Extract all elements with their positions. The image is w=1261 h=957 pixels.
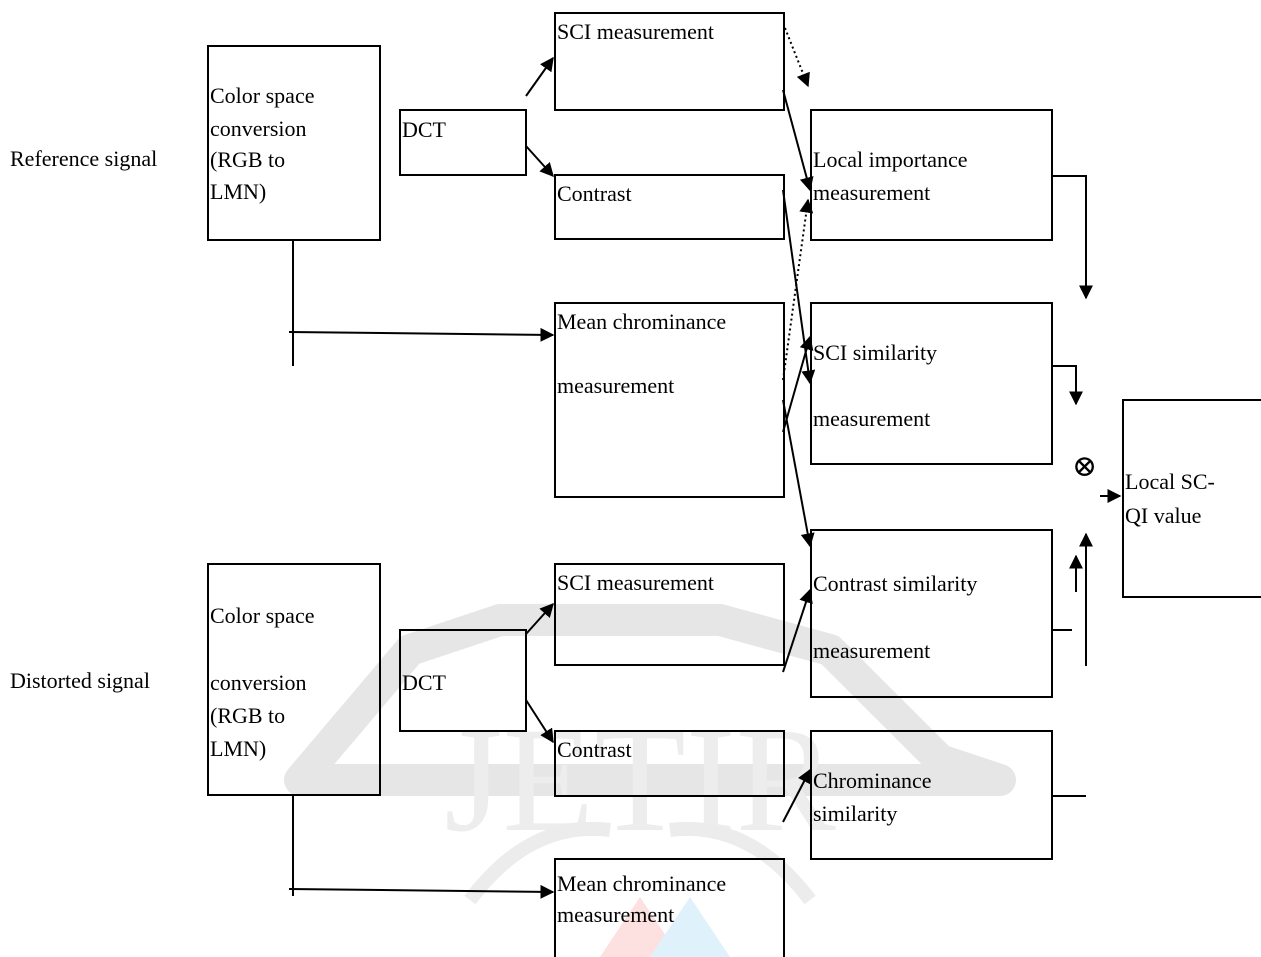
dist-dct-label: DCT <box>402 670 446 695</box>
dist-color-space-line2: conversion <box>210 670 307 695</box>
multiply-icon: ⊗ <box>1072 450 1098 483</box>
ref-mean-chrominance-line1: Mean chrominance <box>557 309 727 334</box>
local-scqi-line2: QI value <box>1125 503 1202 528</box>
local-importance-line2: measurement <box>813 180 931 205</box>
dist-mean-chrominance-box: Mean chrominance measurement <box>554 858 785 957</box>
ref-mean-chrominance-box: Mean chrominance measurement <box>554 302 785 498</box>
distorted-signal-label: Distorted signal <box>10 668 150 693</box>
chrominance-similarity-line1: Chrominance <box>813 768 932 793</box>
dist-color-space-line3: (RGB to <box>210 703 286 728</box>
dist-contrast-box: Contrast <box>554 730 785 797</box>
sci-similarity-line1: SCI similarity <box>813 340 938 365</box>
chrominance-similarity-line2: similarity <box>813 801 898 826</box>
ref-dct-label: DCT <box>402 117 446 142</box>
local-scqi-line1: Local SC- <box>1125 469 1215 494</box>
dist-mean-chrominance-line1: Mean chrominance <box>557 871 727 896</box>
local-scqi-value-box: Local SC- QI value <box>1122 399 1261 598</box>
ref-color-space-line4: LMN) <box>210 179 267 204</box>
dist-mean-chrominance-line2: measurement <box>557 902 675 927</box>
dist-color-space-box: Color space conversion (RGB to LMN) <box>207 563 381 796</box>
local-importance-box: Local importance measurement <box>810 109 1053 241</box>
watermark-text: JETIR <box>444 697 836 863</box>
local-importance-line1: Local importance <box>813 147 968 172</box>
ref-color-space-box: Color space conversion (RGB to LMN) <box>207 45 381 241</box>
ref-color-space-line3: (RGB to <box>210 147 286 172</box>
ref-contrast-box: Contrast <box>554 174 785 240</box>
contrast-similarity-line2: measurement <box>813 638 931 663</box>
ref-sci-measurement-label: SCI measurement <box>557 19 715 44</box>
dist-sci-measurement-box: SCI measurement <box>554 563 785 666</box>
ref-color-space-line1: Color space <box>210 83 315 108</box>
ref-color-space-line2: conversion <box>210 116 307 141</box>
reference-signal-label: Reference signal <box>10 146 158 171</box>
contrast-similarity-line1: Contrast similarity <box>813 571 978 596</box>
dist-contrast-label: Contrast <box>557 737 632 762</box>
contrast-similarity-box: Contrast similarity measurement <box>810 529 1053 698</box>
dist-sci-measurement-label: SCI measurement <box>557 570 715 595</box>
ref-contrast-label: Contrast <box>557 181 632 206</box>
ref-mean-chrominance-line2: measurement <box>557 373 675 398</box>
chrominance-similarity-box: Chrominance similarity <box>810 730 1053 860</box>
dist-color-space-line4: LMN) <box>210 736 267 761</box>
dist-color-space-line1: Color space <box>210 603 315 628</box>
sci-similarity-line2: measurement <box>813 406 931 431</box>
ref-dct-box: DCT <box>399 109 527 176</box>
dist-dct-box: DCT <box>399 629 527 732</box>
sci-similarity-box: SCI similarity measurement <box>810 302 1053 465</box>
ref-sci-measurement-box: SCI measurement <box>554 12 785 111</box>
